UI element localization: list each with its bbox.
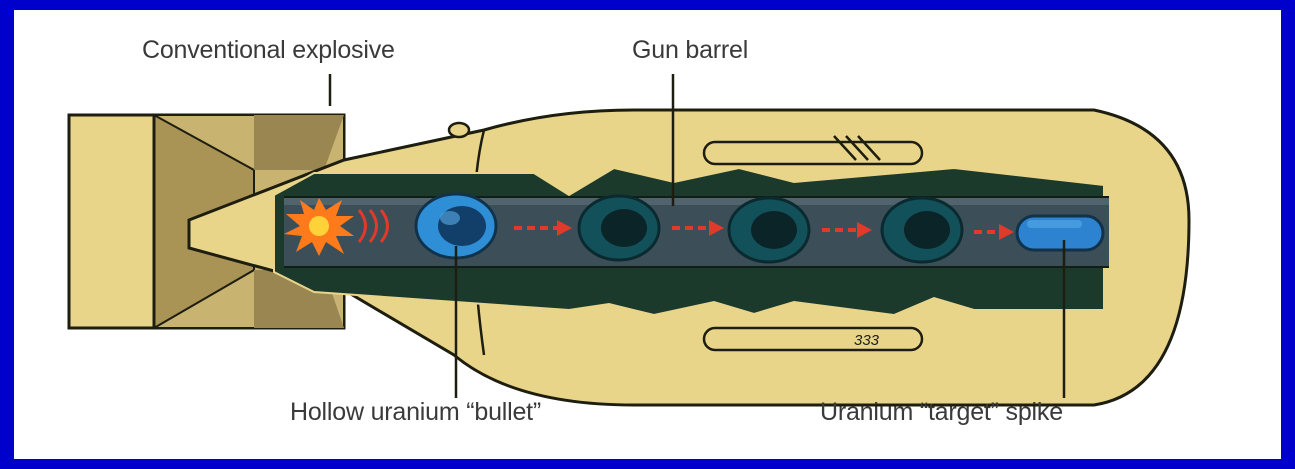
- fin-marking: 333: [854, 332, 880, 349]
- label-hollow-uranium-bullet: Hollow uranium “bullet”: [290, 398, 541, 427]
- bullet-stage-2: [579, 196, 659, 260]
- gun-barrel: [284, 197, 1109, 267]
- label-conventional-explosive: Conventional explosive: [142, 36, 395, 65]
- diagram-frame: 333: [14, 10, 1281, 459]
- label-uranium-target-spike: Uranium “target” spike: [820, 398, 1063, 427]
- label-gun-barrel: Gun barrel: [632, 36, 748, 65]
- uranium-target-spike: [1017, 216, 1103, 250]
- bullet-stage-3: [729, 198, 809, 262]
- bottom-fin-slot: 333: [704, 328, 922, 350]
- gun-type-bomb-diagram: 333: [14, 10, 1281, 459]
- casing-knob: [449, 123, 469, 137]
- bullet-stage-4: [882, 198, 962, 262]
